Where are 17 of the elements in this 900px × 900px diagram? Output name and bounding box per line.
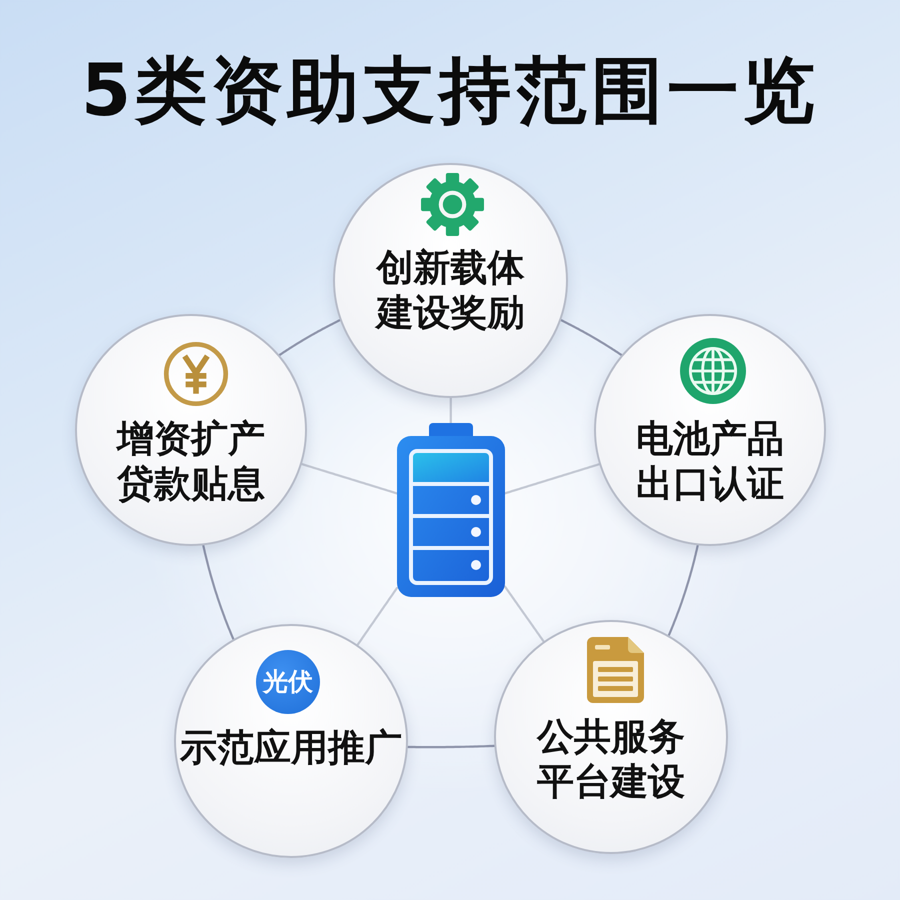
node-label: 创新载体建设奖励 <box>374 245 526 335</box>
battery-icon <box>397 423 505 597</box>
connector-line <box>202 544 234 640</box>
connector-line <box>560 319 623 356</box>
node-label: 公共服务平台建设 <box>535 714 686 804</box>
connector-line <box>668 544 699 636</box>
connector-line <box>406 744 496 748</box>
connector-line <box>356 586 398 646</box>
node-label: 光伏 <box>263 667 313 697</box>
connector-line <box>504 586 545 642</box>
connector-line <box>300 463 398 494</box>
node-label: 示范应用推广 <box>178 725 403 770</box>
connector-line <box>278 319 341 356</box>
connector-line <box>504 463 600 494</box>
node-label: 电池产品出口认证 <box>635 416 785 506</box>
node-label: 增资扩产贷款贴息 <box>115 416 266 506</box>
title: 5类资助支持范围一览 <box>80 47 820 134</box>
